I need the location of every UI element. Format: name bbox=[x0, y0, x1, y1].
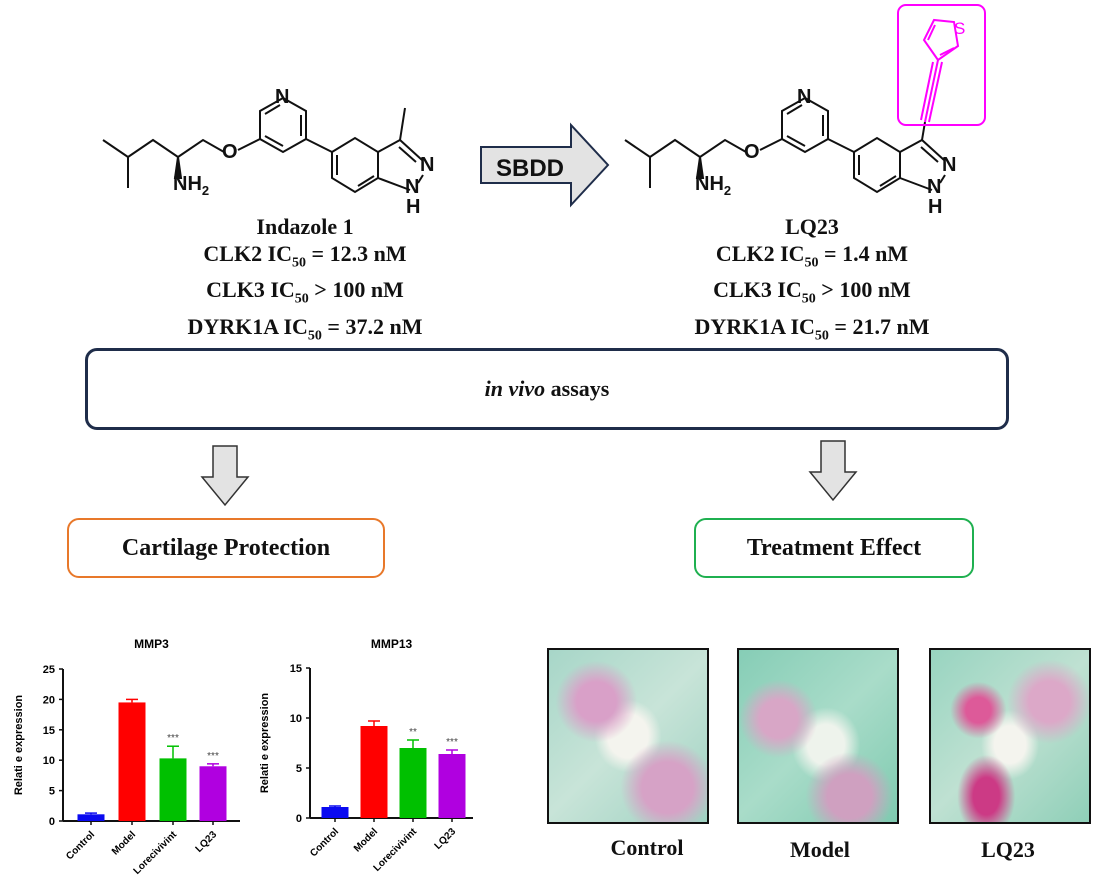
ic50-row: CLK3 IC50 > 100 nM bbox=[713, 277, 911, 307]
compound-name: LQ23 bbox=[785, 214, 839, 239]
indazole-1-atom-labels: N O NH2 N N H bbox=[173, 86, 434, 218]
ic50-row: DYRK1A IC50 = 37.2 nM bbox=[187, 313, 423, 344]
x-tick-label: Control bbox=[64, 829, 97, 862]
cartilage-protection-box: Cartilage Protection bbox=[67, 518, 385, 578]
x-tick-label: LQ23 bbox=[433, 826, 459, 852]
y-tick-label: 20 bbox=[43, 694, 55, 706]
atom-n: N bbox=[797, 86, 811, 108]
y-tick-label: 15 bbox=[290, 663, 302, 675]
bar-lorecivivint bbox=[159, 758, 187, 821]
bar-lorecivivint bbox=[399, 748, 427, 818]
in-vivo-assays-box: in vivo assays bbox=[85, 348, 1009, 430]
bar-lq23 bbox=[438, 754, 466, 818]
atom-o: O bbox=[222, 141, 238, 163]
bar-model bbox=[118, 702, 146, 821]
x-tick-label: Lorecivivint bbox=[132, 829, 180, 877]
chart-title: MMP13 bbox=[371, 637, 413, 651]
ic50-row: CLK2 IC50 = 12.3 nM bbox=[203, 241, 407, 271]
significance-label: *** bbox=[207, 751, 219, 762]
y-tick-label: 15 bbox=[43, 725, 55, 737]
histology-image-model bbox=[737, 648, 899, 824]
atom-n: N bbox=[942, 154, 956, 176]
significance-label: *** bbox=[167, 733, 179, 744]
y-tick-label: 5 bbox=[49, 786, 55, 798]
x-tick-label: LQ23 bbox=[194, 829, 220, 855]
x-tick-label: Control bbox=[308, 826, 341, 859]
histology-image-control bbox=[547, 648, 709, 824]
ic50-row: CLK2 IC50 = 1.4 nM bbox=[715, 241, 909, 271]
atom-h: H bbox=[406, 196, 420, 218]
molecule-structures: N O NH2 N N H bbox=[102, 4, 986, 218]
atom-nh2: NH2 bbox=[173, 173, 209, 198]
down-arrow-icon bbox=[200, 445, 250, 507]
bar-lq23 bbox=[199, 766, 227, 821]
histology-label-model: Model bbox=[790, 837, 850, 862]
compound-name: Indazole 1 bbox=[256, 214, 354, 239]
ic50-row: CLK3 IC50 > 100 nM bbox=[206, 277, 404, 307]
sbdd-label: SBDD bbox=[496, 155, 564, 182]
thiophene-alkyne-highlight bbox=[897, 4, 986, 126]
treatment-effect-box: Treatment Effect bbox=[694, 518, 974, 578]
significance-label: *** bbox=[446, 737, 458, 748]
histology-image-lq23 bbox=[929, 648, 1091, 824]
atom-n: N bbox=[420, 154, 434, 176]
x-tick-label: Model bbox=[352, 826, 380, 854]
y-tick-label: 25 bbox=[43, 664, 55, 676]
y-axis-label: Relati e expression bbox=[13, 695, 25, 796]
bar-control bbox=[77, 814, 105, 821]
y-tick-label: 10 bbox=[43, 755, 55, 767]
histology-label-control: Control bbox=[610, 835, 684, 860]
lq23-structure: N O NH2 N N H S bbox=[624, 4, 986, 218]
significance-label: ** bbox=[409, 727, 417, 738]
y-tick-label: 5 bbox=[296, 763, 302, 775]
lq23-info: LQ23 CLK2 IC50 = 1.4 nM CLK3 IC50 > 100 … bbox=[647, 213, 977, 349]
y-tick-label: 0 bbox=[49, 816, 55, 828]
atom-h: H bbox=[928, 196, 942, 218]
bar-control bbox=[321, 807, 349, 818]
y-tick-label: 10 bbox=[290, 713, 302, 725]
bar-model bbox=[360, 726, 388, 818]
atom-s: S bbox=[954, 19, 965, 38]
chart-title: MMP3 bbox=[134, 637, 169, 651]
down-arrow-icon bbox=[808, 440, 858, 502]
ic50-row: DYRK1A IC50 = 21.7 nM bbox=[694, 313, 930, 344]
x-tick-label: Model bbox=[110, 829, 138, 857]
atom-n: N bbox=[275, 86, 289, 108]
atom-o: O bbox=[744, 141, 760, 163]
atom-n: N bbox=[927, 176, 941, 198]
y-tick-label: 0 bbox=[296, 813, 302, 825]
indazole-1-structure bbox=[102, 96, 424, 194]
histology-label-lq23: LQ23 bbox=[981, 837, 1035, 862]
y-axis-label: Relati e expression bbox=[259, 693, 271, 794]
indazole-1-info: Indazole 1 CLK2 IC50 = 12.3 nM CLK3 IC50… bbox=[140, 213, 470, 349]
atom-nh2: NH2 bbox=[695, 173, 731, 198]
atom-n: N bbox=[405, 176, 419, 198]
sbdd-arrow: SBDD bbox=[480, 122, 610, 208]
